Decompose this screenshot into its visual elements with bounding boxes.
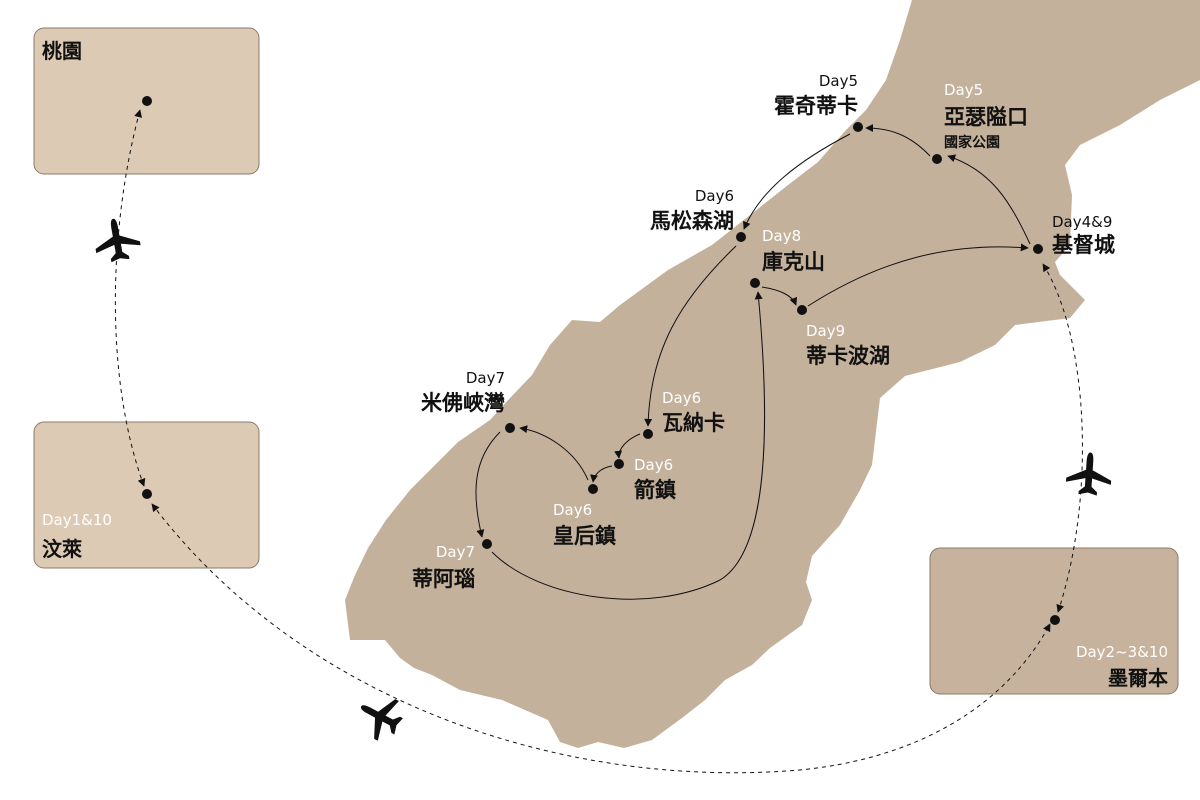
matheson-label: 馬松森湖	[650, 209, 734, 233]
dot-hokitika	[853, 122, 863, 132]
tekapo-label: 蒂卡波湖	[806, 344, 890, 368]
tekapo-day-label: Day9	[806, 322, 845, 340]
dot-christchurch	[1033, 244, 1043, 254]
route-teanau-mtcook	[491, 291, 766, 600]
dot-matheson	[736, 232, 746, 242]
te-anau-label: 蒂阿瑙	[412, 567, 475, 591]
route-mtcook-tekapo	[761, 286, 798, 306]
dot-arthurs-pass	[932, 154, 942, 164]
hokitika-day-label: Day5	[819, 72, 858, 90]
route-arthurs-hokitika	[865, 124, 931, 157]
dot-brunei	[142, 489, 152, 499]
dot-mount-cook	[750, 278, 760, 288]
airplane-icon	[90, 214, 143, 265]
queenstown-day-label: Day6	[553, 501, 592, 519]
route-tekapo-christchurch	[807, 243, 1029, 307]
flight-melbourne-christchurch	[1042, 263, 1083, 613]
wanaka-day-label: Day6	[662, 389, 701, 407]
flight-paths	[114, 109, 1083, 774]
milford-day-label: Day7	[466, 369, 505, 387]
route-matheson-wanaka	[644, 245, 737, 427]
driving-route	[475, 124, 1031, 600]
route-milford-teanau	[475, 431, 501, 538]
te-anau-day-label: Day7	[436, 543, 475, 561]
airplane-icon	[1065, 450, 1114, 497]
taoyuan-label: 桃園	[42, 39, 82, 63]
brunei-label: 汶萊	[42, 537, 83, 561]
brunei-day-label: Day1&10	[42, 511, 112, 529]
mount-cook-day-label: Day8	[762, 227, 801, 245]
dot-tekapo	[797, 305, 807, 315]
route-arrowtown-queenstown	[590, 465, 613, 483]
flight-brunei-taoyuan	[114, 109, 146, 487]
airplane-icon	[350, 686, 410, 747]
dot-milford	[505, 423, 515, 433]
matheson-day-label: Day6	[695, 187, 734, 205]
arthurs-pass-sub-label: 國家公園	[944, 134, 1000, 151]
arrowtown-label: 箭鎮	[634, 478, 676, 502]
dot-taoyuan	[142, 96, 152, 106]
flight-brunei-melbourne	[151, 503, 1051, 774]
arthurs-pass-day-label: Day5	[944, 81, 983, 99]
dot-wanaka	[643, 429, 653, 439]
melbourne-day-label: Day2~3&10	[1076, 643, 1168, 661]
mount-cook-label: 庫克山	[762, 250, 825, 274]
melbourne-label: 墨爾本	[1108, 666, 1168, 690]
route-wanaka-arrowtown	[614, 433, 641, 459]
arthurs-pass-label: 亞瑟隘口	[944, 105, 1028, 129]
dot-te-anau	[482, 539, 492, 549]
route-christchurch-arthurs	[947, 154, 1031, 245]
arrowtown-day-label: Day6	[634, 456, 673, 474]
dot-queenstown	[588, 484, 598, 494]
route-queenstown-milford	[519, 425, 589, 481]
dot-arrowtown	[614, 459, 624, 469]
wanaka-label: 瓦納卡	[662, 411, 725, 435]
milford-label: 米佛峽灣	[421, 391, 505, 415]
dot-melbourne	[1050, 615, 1060, 625]
stop-dots	[142, 96, 1060, 625]
route-hokitika-matheson	[743, 133, 851, 230]
queenstown-label: 皇后鎮	[553, 524, 616, 548]
christchurch-label: 基督城	[1052, 233, 1115, 257]
christchurch-day-label: Day4&9	[1052, 213, 1112, 231]
hokitika-label: 霍奇蒂卡	[774, 94, 858, 118]
